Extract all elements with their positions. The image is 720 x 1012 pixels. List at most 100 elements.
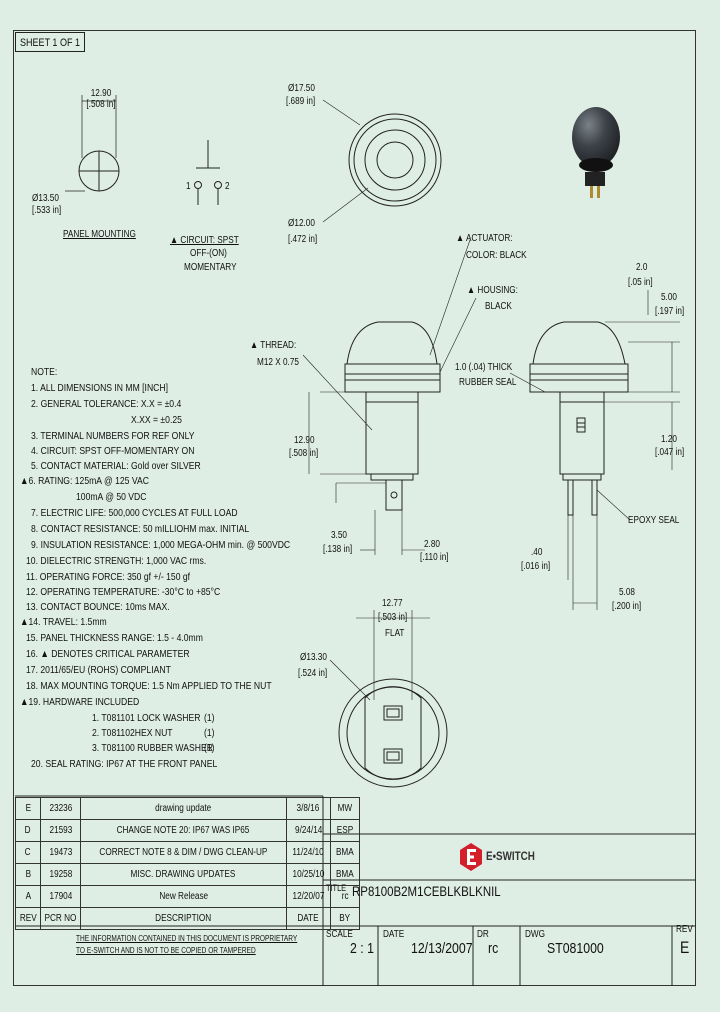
note-line: 8. CONTACT RESISTANCE: 50 mILLIOHM max. … (31, 523, 250, 535)
header-pcr: PCR NO (44, 913, 77, 924)
by-cell: BMA (335, 847, 354, 858)
part-number: RP8100B2M1CEBLKBLKNIL (352, 883, 501, 899)
title-label: TITLE (326, 883, 347, 893)
dim-3-50: 3.50 (331, 530, 347, 541)
dim-side-1-20-in: [.047 in] (655, 447, 685, 458)
seal-thickness: 1.0 (.04) THICK (455, 362, 513, 373)
dim-2-80: 2.80 (424, 539, 440, 550)
note-line: 100mA @ 50 VDC (76, 491, 147, 503)
sheet-label: SHEET 1 OF 1 (15, 32, 85, 52)
brand-logo (460, 843, 482, 874)
pcr-cell: 23236 (49, 803, 72, 814)
date-cell: 3/8/16 (296, 803, 320, 814)
e-switch-logo-icon (460, 843, 482, 871)
dim-bottom-dia: Ø13.30 (300, 652, 327, 663)
date-cell: 11/24/10 (292, 847, 324, 858)
note-line: 20. SEAL RATING: IP67 AT THE FRONT PANEL (31, 758, 218, 770)
note-line: ▲19. HARDWARE INCLUDED (20, 696, 140, 708)
dim-body-12-90: 12.90 (294, 435, 315, 446)
pcr-cell: 19258 (49, 869, 72, 880)
rev-cell: B (25, 869, 31, 880)
dim-0-40-in: [.016 in] (521, 561, 551, 572)
table-row: A 17904 New Release 12/20/07 rc (15, 885, 360, 908)
thread-spec: M12 X 0.75 (257, 357, 299, 368)
note-line: 10. DIELECTRIC STRENGTH: 1,000 VAC rms. (26, 555, 207, 567)
by-cell: BMA (335, 869, 354, 880)
dim-3-50-in: [.138 in] (323, 544, 353, 555)
note-line: 3. TERMINAL NUMBERS FOR REF ONLY (31, 430, 195, 442)
table-row: D 21593 CHANGE NOTE 20: IP67 WAS IP65 9/… (15, 819, 360, 842)
dim-side-5-00: 5.00 (661, 292, 677, 303)
dim-mount-width: 12.90 (90, 88, 112, 99)
note-line: 1. T081101 LOCK WASHER (92, 712, 201, 724)
dim-side-2-0: 2.0 (636, 262, 648, 273)
dim-0-40: .40 (531, 547, 543, 558)
note-qty: (1) (204, 712, 215, 724)
rev-cell: A (25, 891, 31, 902)
dim-outer-dia: Ø17.50 (288, 83, 315, 94)
rev-label: REV (676, 924, 693, 935)
note-line: 2. T081102HEX NUT (92, 727, 173, 739)
table-row: E 23236 drawing update 3/8/16 MW (15, 797, 360, 820)
note-line: ▲6. RATING: 125mA @ 125 VAC (20, 475, 149, 487)
rev-value: E (680, 938, 690, 957)
table-header: REV PCR NO DESCRIPTION DATE BY (15, 907, 360, 930)
dim-5-08: 5.08 (619, 587, 635, 598)
dim-flat-in: [.503 in] (378, 612, 408, 623)
pin-2-label: 2 (225, 181, 230, 192)
note-line: ▲14. TRAVEL: 1.5mm (20, 616, 107, 628)
revision-table: E 23236 drawing update 3/8/16 MW D 21593… (15, 797, 360, 930)
pcr-cell: 19473 (49, 847, 72, 858)
note-line: 15. PANEL THICKNESS RANGE: 1.5 - 4.0mm (26, 632, 203, 644)
pcr-cell: 21593 (49, 825, 72, 836)
rev-cell: E (25, 803, 31, 814)
desc-cell: CHANGE NOTE 20: IP67 WAS IP65 (116, 825, 250, 836)
dim-mount-dia-in: [.533 in] (32, 205, 62, 216)
brand-name: E•SWITCH (486, 849, 535, 863)
note-line: 3. T081100 RUBBER WASHER (92, 742, 213, 754)
date-cell: 9/24/14 (294, 825, 322, 836)
date-cell: 10/25/10 (292, 869, 325, 880)
note-line: 16. ▲ DENOTES CRITICAL PARAMETER (26, 648, 190, 660)
dim-side-5-00-in: [.197 in] (655, 306, 685, 317)
rev-cell: C (25, 847, 31, 858)
date-label: DATE (383, 929, 405, 940)
drawn-by-value: rc (488, 940, 499, 957)
note-line: 1. ALL DIMENSIONS IN MM [INCH] (31, 382, 168, 394)
scale-value: 2 : 1 (350, 940, 374, 957)
note-qty: (1) (204, 727, 215, 739)
by-cell: rc (341, 891, 349, 902)
drawn-by-label: DR (477, 929, 489, 940)
note-line: 5. CONTACT MATERIAL: Gold over SILVER (31, 460, 201, 472)
circuit-label: ▲ CIRCUIT: SPST (170, 235, 239, 246)
pcr-cell: 17904 (49, 891, 72, 902)
dim-side-2-0-in: [.05 in] (628, 277, 653, 288)
housing-color: BLACK (485, 301, 512, 312)
dim-flat: 12.77 (382, 598, 403, 609)
table-row: B 19258 MISC. DRAWING UPDATES 10/25/10 B… (15, 863, 360, 886)
note-line: 11. OPERATING FORCE: 350 gf +/- 150 gf (26, 571, 191, 583)
sheet-text: SHEET 1 OF 1 (20, 37, 80, 49)
header-rev: REV (19, 913, 37, 924)
pin-1-label: 1 (186, 181, 191, 192)
actuator-label: ▲ ACTUATOR: (456, 233, 513, 244)
scale-label: SCALE (326, 929, 353, 940)
note-line: X.XX = ±0.25 (131, 414, 182, 426)
dim-outer-dia-in: [.689 in] (286, 96, 316, 107)
by-cell: MW (337, 803, 353, 814)
note-line: 12. OPERATING TEMPERATURE: -30°C to +85°… (26, 586, 221, 598)
thread-label: ▲ THREAD: (250, 340, 297, 351)
dwg-value: ST081000 (547, 940, 604, 957)
desc-cell: New Release (158, 891, 208, 902)
epoxy-seal-label: EPOXY SEAL (628, 515, 680, 526)
circuit-state: OFF-(ON) (190, 248, 227, 259)
note-line: 13. CONTACT BOUNCE: 10ms MAX. (26, 601, 170, 613)
header-by: BY (339, 913, 351, 924)
header-desc: DESCRIPTION (155, 913, 212, 924)
panel-mounting-label: PANEL MOUNTING (63, 229, 136, 240)
desc-cell: MISC. DRAWING UPDATES (130, 869, 236, 880)
by-cell: ESP (336, 825, 353, 836)
desc-cell: drawing update (155, 803, 212, 814)
housing-label: ▲ HOUSING: (467, 285, 518, 296)
note-line: 2. GENERAL TOLERANCE: X.X = ±0.4 (31, 398, 182, 410)
